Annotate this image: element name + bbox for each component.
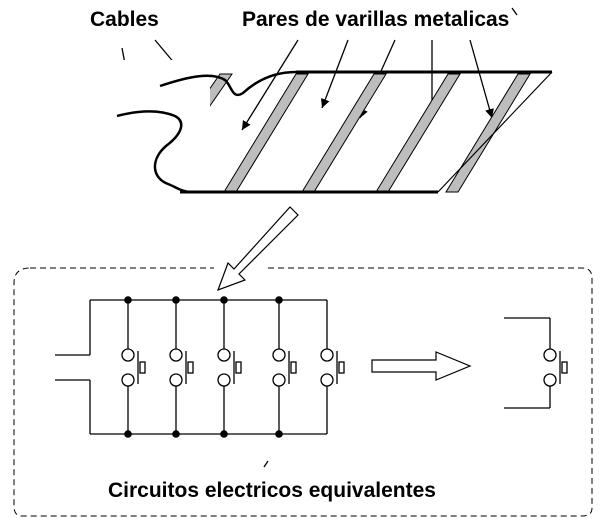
junction-dot: [220, 430, 228, 438]
contact-circle: [121, 373, 135, 387]
contact-circle: [543, 348, 557, 362]
switch-box: [139, 361, 146, 374]
rods-label: Pares de varillas metalicas: [242, 8, 509, 31]
switch-branch-5: [320, 300, 345, 434]
junction-dot: [220, 296, 228, 304]
junction-dot: [124, 430, 132, 438]
equivalent-circuit: [504, 317, 568, 409]
switch-branch-2: [169, 296, 194, 438]
cable-2: [116, 110, 193, 194]
contact-circle: [217, 373, 231, 387]
switch-branch-1: [121, 296, 146, 438]
strip-right-edge: [437, 71, 553, 193]
cables-label: Cables: [90, 8, 159, 31]
junction-dot: [172, 296, 180, 304]
rod-arrow-1: [241, 39, 299, 131]
text-tick-top: [511, 7, 518, 16]
contact-circle: [320, 373, 334, 387]
switch-box: [338, 361, 345, 374]
junction-dot: [172, 430, 180, 438]
dashed-enclosure: [13, 267, 593, 517]
text-tick-bottom: [263, 460, 269, 468]
hollow-arrow-down: [216, 206, 299, 292]
contact-circle: [543, 373, 557, 387]
switch-branch-4: [272, 296, 297, 438]
hollow-arrow-right: [371, 351, 472, 381]
contact-circle: [320, 348, 334, 362]
switch-box: [290, 361, 297, 374]
switch-branch-3: [217, 296, 242, 438]
junction-dot: [275, 430, 283, 438]
cable-1: [159, 70, 297, 97]
contact-circle: [272, 348, 286, 362]
rod-arrow-2: [321, 39, 349, 109]
contact-circle: [169, 373, 183, 387]
contact-circle: [121, 348, 135, 362]
contact-circle: [169, 348, 183, 362]
junction-dot: [275, 296, 283, 304]
equiv-switch: [543, 318, 568, 408]
sensor-strip: [116, 60, 553, 210]
switch-box: [561, 361, 568, 374]
rod-arrow-5: [469, 39, 494, 119]
contact-circle: [272, 373, 286, 387]
parallel-circuit: [55, 296, 345, 438]
circuits-label: Circuitos electricos equivalentes: [108, 479, 436, 502]
switch-box: [187, 361, 194, 374]
junction-dot: [124, 296, 132, 304]
contact-circle: [217, 348, 231, 362]
switch-box: [235, 361, 242, 374]
